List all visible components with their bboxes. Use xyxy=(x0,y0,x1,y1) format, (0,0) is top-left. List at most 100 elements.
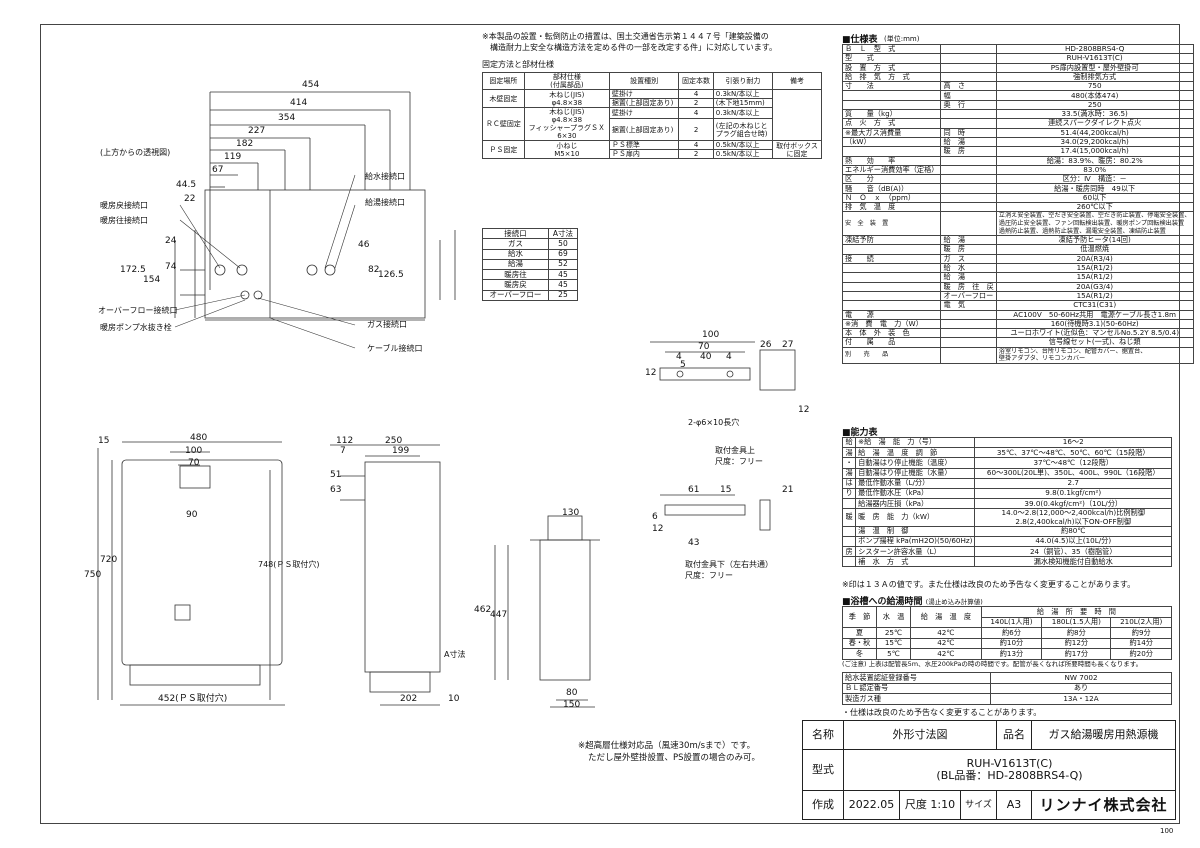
perf-cell: 24（銅管）、35（樹脂管） xyxy=(974,546,1172,558)
bracket-bottom-name: 取付金具下（左右共通） xyxy=(685,560,773,569)
super-high-note-2: ただし屋外壁掛設置、PS設置の場合のみ可。 xyxy=(588,753,761,763)
conn-r3c1: 45 xyxy=(547,269,579,281)
dim-front-4: 15 xyxy=(98,436,110,446)
bath-table: 季 節 水 温 給 湯 温 度 給 湯 所 要 時 間 140L(1人用) 18… xyxy=(842,606,1173,660)
spec-cell: 給 水 xyxy=(940,262,997,274)
spec-cell: 暖 房 xyxy=(940,146,997,157)
spec-cell xyxy=(841,90,942,101)
spec-cell: 480(本体474) xyxy=(995,90,1194,101)
bath-r0c3: 約6分 xyxy=(980,627,1043,639)
dim-rear-1: 462 xyxy=(474,605,492,615)
dim-front-0: 480 xyxy=(190,433,208,443)
spec-cell: 750 xyxy=(995,81,1194,92)
perf-cell: 暖 xyxy=(841,508,857,527)
bt-dim-3: 40 xyxy=(700,352,712,362)
spec-cell: 給湯：83.9%、暖房：80.2% xyxy=(995,155,1194,166)
bath-r0c2: 42℃ xyxy=(909,627,982,639)
spec-cell xyxy=(841,262,942,274)
bath-r1c2: 42℃ xyxy=(909,637,982,649)
spec-cell: 給 湯 xyxy=(940,235,997,246)
spec-cell: 51.4(44,200kcal/h) xyxy=(995,127,1194,138)
tb-size-label: サイズ xyxy=(959,790,997,820)
spec-cell xyxy=(940,174,997,185)
unit-label: (単位:mm) xyxy=(884,35,920,43)
perf-row: ・自動湯はり停止機能（温度）37℃～48℃（12段階） xyxy=(841,457,1172,469)
fix-r0c3: 4 xyxy=(678,89,714,99)
connector-water xyxy=(306,264,318,276)
bracket-top-hole: 2-φ6×10長穴 xyxy=(688,418,740,427)
spec-cell: 凍結予防ヒータ(14回) xyxy=(995,235,1194,246)
spec-cell: Ｂ Ｌ 型 式 xyxy=(841,43,942,55)
fix-r3c3: 2 xyxy=(678,118,714,141)
perf-row: は最低作動水量（L/分）2.7 xyxy=(841,477,1172,489)
connector-overflow xyxy=(240,290,250,300)
fix-h3: 固定本数 xyxy=(678,72,714,90)
top-view-label: (上方からの透視図) xyxy=(100,148,171,157)
bath-h0: 季 節 xyxy=(842,606,877,628)
spec-row: 質 量（kg）33.5(満水時：36.5) xyxy=(841,109,1194,120)
spec-cell: 15A(R1/2) xyxy=(995,272,1194,283)
dim-top-3: 227 xyxy=(248,126,266,136)
perf-row: 補 水 方 式漏水検知機能付自動給水 xyxy=(841,556,1172,568)
perf-cell xyxy=(841,498,857,510)
spec-cell xyxy=(940,109,997,120)
fix-h5: 備考 xyxy=(772,72,822,90)
top-view-body xyxy=(204,189,426,319)
dim-sidev-2: 7 xyxy=(340,446,346,456)
dim-side-l-2: 154 xyxy=(143,275,161,285)
bath-title: ■浴槽への給湯時間 (湯止め込み計算値) xyxy=(842,594,983,607)
perf-cell: 35℃、37℃～48℃、50℃、60℃（15段階） xyxy=(974,447,1172,459)
rear-view-body xyxy=(539,539,591,681)
tb-model-1: RUH-V1613T(C) xyxy=(966,757,1053,770)
perf-cell: 漏水検知機能付自動給水 xyxy=(974,556,1172,568)
label-water-supply: 給水接続口 xyxy=(365,172,405,181)
bath-r2c5: 約20分 xyxy=(1110,648,1172,660)
dim-sidev-3: 199 xyxy=(392,446,410,456)
connector-heat-supply xyxy=(236,264,248,276)
fixing-table: 固定場所 部材仕様 (付属部品) 設置種別 固定本数 引張り耐力 備考 木壁固定… xyxy=(482,72,822,159)
fix-r3c2: 据置(上部固定あり) xyxy=(608,118,680,141)
side-pipes xyxy=(369,671,431,693)
spec-cell xyxy=(841,300,942,311)
perf-cell: は xyxy=(841,477,857,489)
label-cable: ケーブル接続口 xyxy=(367,344,423,353)
perf-row: 給※給 湯 能 力（号）16～2 xyxy=(841,436,1172,449)
bath-r0c0: 夏 xyxy=(842,627,877,639)
perf-title: ■能力表 xyxy=(842,428,878,438)
spec-cell: 区 分 xyxy=(841,174,942,185)
spec-row: Ｎ Ｏ ｘ （ppm）60以下 xyxy=(841,192,1194,204)
tb-company: リンナイ株式会社 xyxy=(1030,790,1177,820)
spec-cell xyxy=(940,211,997,237)
spec-cell xyxy=(841,146,942,157)
spec-cell: 安 全 装 置 xyxy=(841,211,942,237)
conn-r1c0: 給水 xyxy=(482,248,549,260)
bt-dim-5: 5 xyxy=(680,360,686,370)
spec-row: 付 属 品信号線セット(一式)、ねじ類 xyxy=(841,337,1194,348)
spec-row: 給 排 気 方 式強制排気方式 xyxy=(841,71,1194,83)
spec-cell xyxy=(841,281,942,292)
spec-row: 別 売 品浴室リモコン、台所リモコン、配管カバー、据置台、 壁掛アダプタ、リモコ… xyxy=(841,346,1194,364)
bracket-top-shape xyxy=(659,367,751,381)
spec-cell: 本 体 外 装 色 xyxy=(841,328,942,339)
bt-dim-8: 27 xyxy=(782,340,794,350)
bb-dim-4: 12 xyxy=(652,524,664,534)
cert-r2c0: 製造ガス種 xyxy=(841,693,992,705)
spec-cell: 熱 効 率 xyxy=(841,155,942,166)
spec-cell: 接 続 xyxy=(841,253,942,265)
bath-r1c0: 春・秋 xyxy=(842,637,877,649)
spec-cell: 160(待機時3.1)(50-60Hz) xyxy=(995,318,1194,330)
perf-cell: 約80℃ xyxy=(974,525,1172,537)
spec-cell xyxy=(940,118,997,129)
cert-r1c1: あり xyxy=(990,682,1172,694)
perf-cell: 自動湯はり停止機能（温度） xyxy=(855,457,976,469)
spec-cell: 260℃以下 xyxy=(995,202,1194,213)
